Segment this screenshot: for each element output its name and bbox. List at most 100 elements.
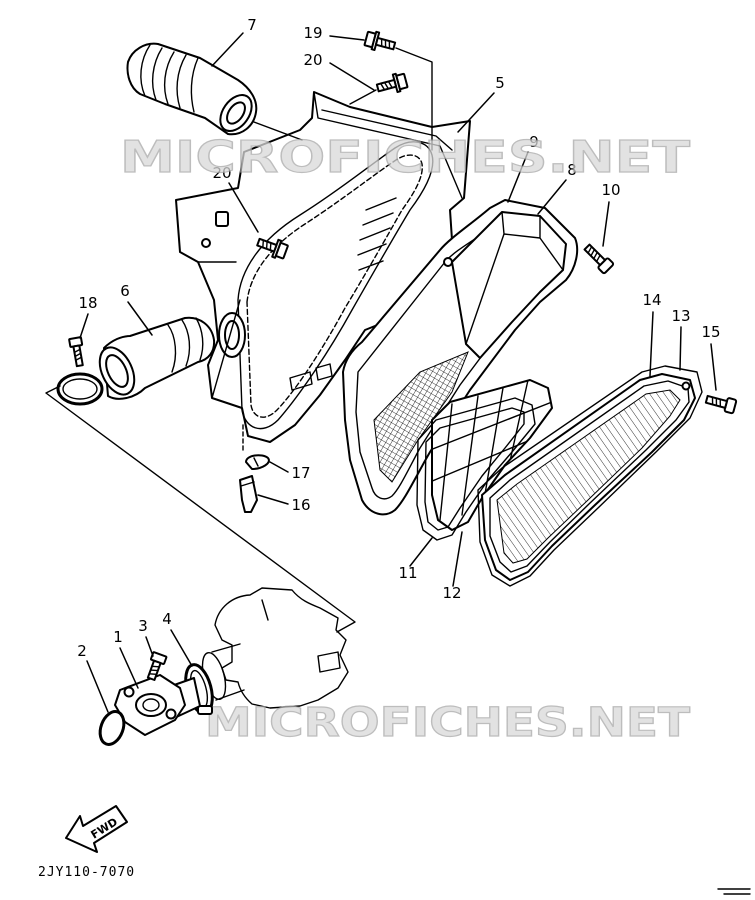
- flange-hole-1: [123, 686, 135, 698]
- clamp-screw: [68, 336, 84, 368]
- callout-9: 9: [529, 133, 539, 151]
- cover-frame-hole: [681, 381, 691, 391]
- bolt-threads: [148, 665, 160, 676]
- callout-16: 16: [291, 496, 310, 514]
- cover-box-edges: [465, 211, 564, 345]
- bolt-part-19: [363, 30, 397, 51]
- callout-7: 7: [247, 16, 257, 34]
- leader-7: [211, 32, 244, 67]
- fwd-arrow: FWD: [65, 805, 128, 853]
- leader-13: [679, 326, 682, 371]
- bolt-19-guide-line: [395, 47, 433, 151]
- callout-labels: 7 19 20 5 9 8 10 20 6 18 14 13 15 17 16 …: [77, 16, 720, 660]
- leader-9: [507, 151, 529, 203]
- engine-detail: [261, 599, 341, 673]
- duct-corrugations: [140, 44, 199, 113]
- callout-11: 11: [398, 564, 417, 582]
- gasket-inner: [424, 407, 525, 531]
- leader-lines: [79, 32, 717, 713]
- manifold-bore: [135, 693, 167, 717]
- engine-outline: [201, 587, 349, 709]
- engine-intake-pipe: [211, 643, 245, 701]
- frame-ribs: [432, 380, 552, 521]
- callout-1: 1: [113, 628, 123, 646]
- case-vent-ribs: [357, 197, 397, 271]
- callout-4: 4: [162, 610, 172, 628]
- flange-hole-2: [165, 708, 177, 720]
- screw-threads: [73, 348, 83, 361]
- leader-16: [257, 494, 289, 505]
- callout-2: 2: [77, 642, 87, 660]
- element-frame-part-12: [431, 379, 553, 531]
- case-gasket-outer: [237, 141, 434, 430]
- leader-15: [710, 343, 717, 391]
- leader-12: [452, 531, 463, 587]
- clip-body: [245, 454, 270, 470]
- case-clip: [215, 211, 229, 227]
- duct-opening-inner: [226, 101, 246, 125]
- callout-6: 6: [120, 282, 130, 300]
- screw-part-15: [704, 394, 738, 415]
- leader-2: [86, 660, 109, 713]
- leader-1: [119, 647, 139, 689]
- corner-mark: [717, 888, 751, 895]
- leader-17: [269, 461, 289, 473]
- intake-duct-part-7: [126, 42, 303, 141]
- clamp-band: [56, 372, 104, 406]
- cover-box: [451, 211, 567, 359]
- drain-plug-part-16: [239, 475, 258, 513]
- watermark-bottom: MICROFICHES.NET: [205, 700, 691, 746]
- screw-shaft: [583, 243, 607, 267]
- callout-3: 3: [138, 617, 148, 635]
- air-cleaner-case-part-5: [175, 91, 471, 453]
- leader-19: [329, 35, 365, 41]
- plug-edge: [240, 481, 255, 487]
- leader-5: [457, 92, 495, 133]
- callout-8: 8: [567, 161, 577, 179]
- leader-20-left: [228, 182, 259, 233]
- callout-10: 10: [601, 181, 620, 199]
- duct-mount-line: [253, 121, 303, 141]
- callout-20-top: 20: [303, 51, 322, 69]
- element-mesh: [496, 389, 681, 564]
- corner-mark-lines: [717, 888, 751, 895]
- bolt-threads: [262, 239, 272, 251]
- plug-body: [239, 475, 258, 513]
- joint-part-6: [98, 316, 216, 400]
- leader-10: [602, 201, 610, 247]
- leader-11: [409, 537, 433, 567]
- bolt-part-20-left: [256, 237, 289, 260]
- fwd-arrow-icon: [65, 805, 128, 853]
- leader-6: [127, 301, 153, 336]
- callout-20-left: 20: [212, 164, 231, 182]
- case-gasket-inner: [246, 154, 423, 418]
- leader-14: [649, 311, 654, 377]
- clamp-part-18: [56, 336, 104, 406]
- screw-threads: [711, 396, 722, 408]
- callout-13: 13: [671, 307, 690, 325]
- clamp-screw: [197, 705, 213, 715]
- callout-18: 18: [78, 294, 97, 312]
- bolt-part-20-top: [375, 72, 409, 93]
- leader-18: [79, 313, 89, 339]
- case-top-plate-edge: [313, 91, 463, 199]
- cover-box-part-8: [451, 211, 567, 359]
- bolt-threads: [380, 80, 393, 91]
- case-bottom-slots: [289, 363, 333, 391]
- case-top-plate-inner: [321, 109, 453, 151]
- callout-19: 19: [303, 24, 322, 42]
- engine-body-outline: [214, 587, 349, 709]
- callout-14: 14: [642, 291, 661, 309]
- bolt-20-guide-line: [349, 89, 377, 105]
- joint-opening-inner: [105, 354, 129, 388]
- leader-8: [537, 179, 567, 215]
- clip-notch: [253, 457, 259, 467]
- watermark-top: MICROFICHES.NET: [120, 132, 690, 183]
- diagram-part-code: 2JY110-7070: [38, 865, 135, 880]
- screw-threads: [587, 245, 601, 263]
- case-side-edge: [197, 261, 241, 399]
- assembly-reference-line: [45, 385, 356, 633]
- case-mount-hole: [201, 238, 211, 248]
- callout-17: 17: [291, 464, 310, 482]
